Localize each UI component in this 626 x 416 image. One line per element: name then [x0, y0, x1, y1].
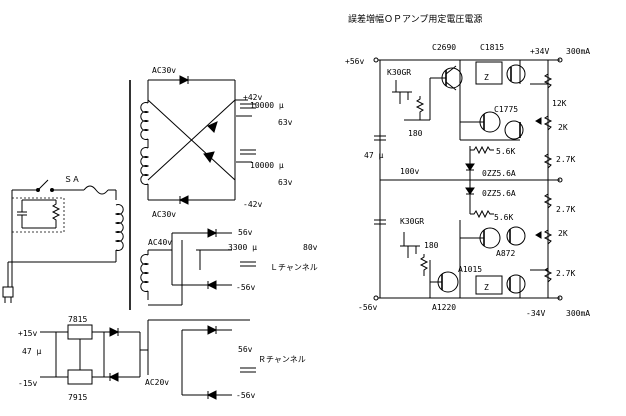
plus-42v-label: +42v — [243, 93, 262, 102]
reg-7815 — [67, 324, 93, 340]
cap1-voltage-label: 63v — [278, 118, 293, 127]
c2690-label: C2690 — [432, 43, 456, 52]
v100-label: 100v — [400, 167, 419, 176]
r180-top-label: 180 — [408, 129, 423, 138]
z-bottom-label: Z — [484, 283, 489, 292]
a872-label: A872 — [496, 249, 515, 258]
r2k-bottom-label: 2K — [558, 229, 568, 238]
sa-label: ＳＡ — [64, 175, 80, 184]
ac40-label: AC40v — [148, 238, 172, 247]
cap47-left-label: 47 μ — [22, 347, 41, 356]
r56k-top-label: 5.6K — [496, 147, 515, 156]
minus-42v-label: -42v — [243, 200, 262, 209]
r-channel-label: Ｒチャンネル — [258, 355, 306, 364]
minus-34v-label: -34V — [526, 309, 545, 318]
plus-56v-right-label: +56v — [345, 57, 364, 66]
r180-bottom-label: 180 — [424, 241, 439, 250]
diagram-title: 誤差増幅ＯＰアンプ用定電圧電源 — [348, 13, 482, 25]
r27k-2-label: 2.7K — [556, 205, 575, 214]
regulator-circuit: +56v -56v +34V 300mA -34V 300mA 100v 47 … — [345, 43, 590, 318]
ac20-label: AC20v — [145, 378, 169, 387]
v80-label: 80v — [303, 243, 318, 252]
ac30-top-label: AC30v — [152, 66, 176, 75]
plus-34v-label: +34V — [530, 47, 549, 56]
cap1-label: 10000 μ — [250, 101, 284, 110]
r56k-bottom-label: 5.6K — [494, 213, 513, 222]
plus-56v-a-label: 56v — [238, 228, 253, 237]
supply-56v: AC40v 56v 3300 μ 80v Ｌチャンネル -56v — [140, 228, 318, 400]
reg-7915-label: 7915 — [68, 393, 87, 402]
supply-15v: 7815 7915 +15v -15v 47 μ AC20v — [18, 315, 250, 402]
a1220-label: A1220 — [432, 303, 456, 312]
k30gr-top-label: K30GR — [387, 68, 411, 77]
switch-box — [11, 197, 65, 233]
fuse — [83, 185, 109, 195]
current-bottom-label: 300mA — [566, 309, 590, 318]
cap2-voltage-label: 63v — [278, 178, 293, 187]
minus-56v-b-label: -56v — [236, 391, 255, 400]
minus-15v-label: -15v — [18, 379, 37, 388]
mains-input: ＳＡ — [2, 175, 124, 303]
c1815-label: C1815 — [480, 43, 504, 52]
cap2-label: 10000 μ — [250, 161, 284, 170]
r2k-top-label: 2K — [558, 123, 568, 132]
zener1-label: 0ZZ5.6A — [482, 169, 516, 178]
bridge-42v: AC30v AC30v +42v -42v 10000 μ 63v 10000 … — [140, 66, 293, 219]
a1015-label: A1015 — [458, 265, 482, 274]
cap3300-label: 3300 μ — [228, 243, 257, 252]
cap47-right-label: 47 μ — [364, 151, 383, 160]
r27k-1-label: 2.7K — [556, 155, 575, 164]
reg-7915 — [67, 369, 93, 385]
r12k-label: 12K — [552, 99, 567, 108]
k30gr-bottom-label: K30GR — [400, 217, 424, 226]
plus-15v-label: +15v — [18, 329, 37, 338]
zener2-label: 0ZZ5.6A — [482, 189, 516, 198]
minus-56v-a-label: -56v — [236, 283, 255, 292]
l-channel-label: Ｌチャンネル — [270, 263, 318, 272]
reg-7815-label: 7815 — [68, 315, 87, 324]
plus-56v-b-label: 56v — [238, 345, 253, 354]
ac30-bottom-label: AC30v — [152, 210, 176, 219]
c1775-label: C1775 — [494, 105, 518, 114]
primary-coil — [114, 204, 124, 251]
minus-56v-right-label: -56v — [358, 303, 377, 312]
r27k-3-label: 2.7K — [556, 269, 575, 278]
z-top-label: Z — [484, 73, 489, 82]
current-top-label: 300mA — [566, 47, 590, 56]
